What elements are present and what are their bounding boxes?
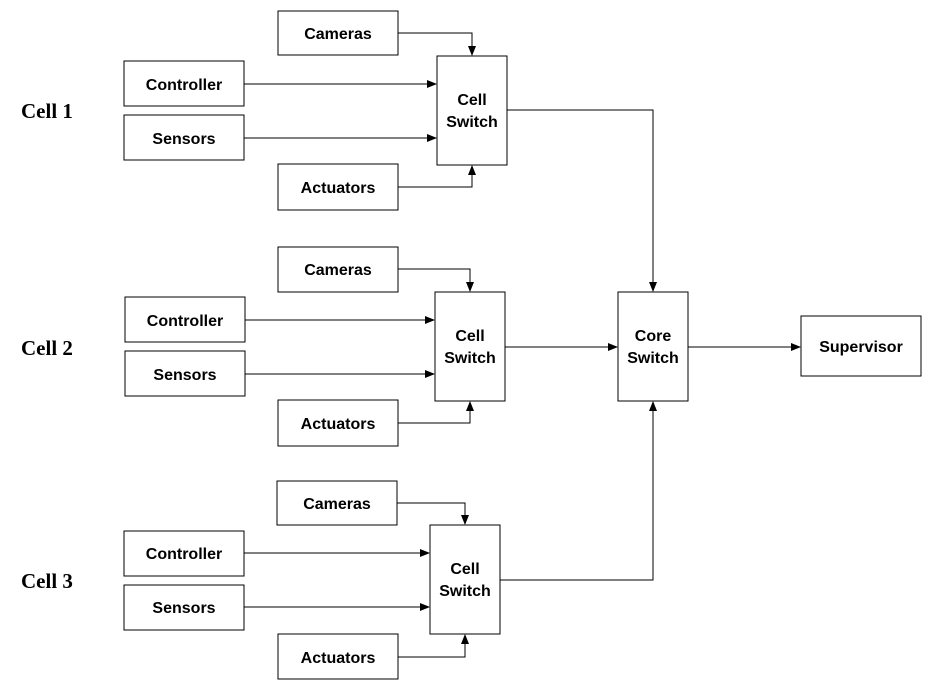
cell-2-label: Cell 2 — [21, 336, 73, 360]
cell-2-actuators-connector — [398, 401, 474, 424]
cell-2-actuators-label: Actuators — [301, 416, 376, 433]
cell-1-switch-box: Cell Switch — [436, 55, 508, 166]
cell-3-group: Cell 3 Cameras Controller Sensors Actuat… — [21, 401, 657, 680]
cell-3-controller-box: Controller — [123, 530, 245, 577]
core-switch-box: Core Switch — [617, 291, 689, 402]
cell-1-actuators-box: Actuators — [277, 163, 399, 211]
cell-3-cameras-connector — [397, 502, 469, 525]
cell-1-group: Cell 1 Cameras Controller Sensors Actuat… — [21, 10, 657, 292]
cell-3-to-core-connector — [500, 401, 657, 581]
cell-2-switch-line2: Switch — [444, 350, 496, 367]
cell-2-switch-box: Cell Switch — [434, 291, 506, 402]
cell-2-sensors-label: Sensors — [153, 367, 216, 384]
cell-2-controller-label: Controller — [147, 313, 223, 330]
cell-2-controller-box: Controller — [124, 296, 246, 343]
cell-3-switch-line1: Cell — [450, 561, 479, 578]
cell-1-sensors-label: Sensors — [152, 131, 215, 148]
cell-3-actuators-label: Actuators — [301, 650, 376, 667]
cell-3-switch-box: Cell Switch — [429, 524, 501, 635]
cell-3-controller-label: Controller — [146, 546, 222, 563]
cell-3-actuators-box: Actuators — [277, 633, 399, 680]
cell-1-actuators-label: Actuators — [301, 180, 376, 197]
cell-3-cameras-label: Cameras — [303, 496, 371, 513]
core-switch-line2: Switch — [627, 350, 679, 367]
core-switch-line1: Core — [635, 328, 672, 345]
cell-3-cameras-box: Cameras — [276, 480, 398, 526]
cell-1-actuators-connector — [398, 165, 476, 188]
cell-3-label: Cell 3 — [21, 569, 73, 593]
cell-2-switch-line1: Cell — [455, 328, 484, 345]
cell-1-cameras-box: Cameras — [277, 10, 399, 56]
cell-3-actuators-connector — [398, 634, 469, 658]
cell-2-sensors-box: Sensors — [124, 350, 246, 397]
cell-2-group: Cell 2 Cameras Controller Sensors Actuat… — [21, 246, 618, 447]
cell-1-controller-label: Controller — [146, 77, 222, 94]
cell-1-controller-box: Controller — [123, 60, 245, 107]
cell-2-actuators-box: Actuators — [277, 399, 399, 447]
supervisor-box: Supervisor — [800, 315, 922, 377]
cell-1-label: Cell 1 — [21, 99, 73, 123]
supervisor-label: Supervisor — [819, 339, 903, 356]
cell-1-sensors-box: Sensors — [123, 114, 245, 161]
cell-1-to-core-connector — [507, 109, 657, 292]
cell-2-cameras-label: Cameras — [304, 262, 372, 279]
cell-3-switch-line2: Switch — [439, 583, 491, 600]
cell-1-cameras-connector — [398, 32, 476, 56]
cell-1-switch-line2: Switch — [446, 114, 498, 131]
cell-1-switch-line1: Cell — [457, 92, 486, 109]
cell-2-cameras-box: Cameras — [277, 246, 399, 293]
cell-3-sensors-label: Sensors — [152, 600, 215, 617]
cell-1-cameras-label: Cameras — [304, 26, 372, 43]
cell-3-sensors-box: Sensors — [123, 584, 245, 631]
cell-2-cameras-connector — [398, 268, 474, 292]
